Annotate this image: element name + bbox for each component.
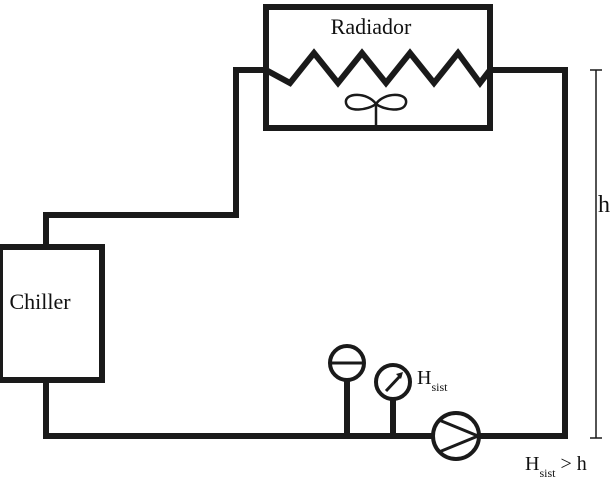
condition-label-sub: sist	[539, 466, 556, 480]
return-pipe-right	[476, 67, 568, 439]
expansion-tank-icon	[328, 344, 366, 382]
pump-icon	[431, 411, 482, 461]
gauge-label-sub: sist	[431, 380, 448, 394]
supply-pipe	[43, 67, 269, 250]
condition-label-rest: > h	[555, 453, 586, 475]
chiller-box	[0, 244, 105, 383]
condition-label: Hsist > h	[525, 453, 587, 480]
gauge-label-main: H	[417, 367, 431, 389]
gauge-label: Hsist	[417, 367, 448, 394]
radiator-label: Radiador	[331, 14, 412, 39]
return-pipe-bottom	[43, 377, 436, 439]
condition-label-main: H	[525, 453, 539, 475]
height-label: h	[598, 192, 610, 218]
chiller-label: Chiller	[9, 289, 71, 314]
pressure-gauge-icon	[374, 363, 412, 401]
fan-icon	[344, 93, 408, 126]
height-dimension-marker	[590, 69, 602, 439]
radiator-coil	[261, 48, 495, 88]
